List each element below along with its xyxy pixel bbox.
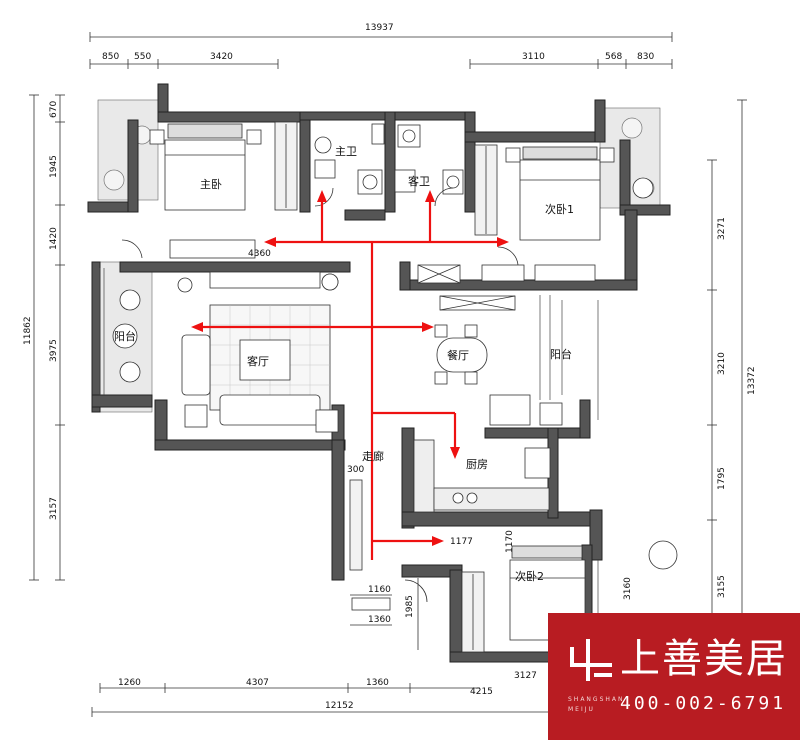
dim-interior-3: 1170 [505,530,515,553]
dim-left-total: 11862 [23,316,33,345]
door-swings [121,187,519,603]
dim-bottom-2: 1360 [366,678,389,688]
label-balcony-left: 阳台 [114,329,136,343]
dim-top-right-2: 830 [637,52,654,62]
dim-right-4: 3155 [717,575,727,598]
dim-top-left-1: 550 [134,52,151,62]
dim-bottom-4: 3127 [514,671,537,681]
label-living-room: 客厅 [247,354,269,368]
dim-right-3: 3160 [623,577,633,600]
circulation-arrows [191,190,509,560]
brand-name: 上善美居 [620,636,788,682]
dim-top-total: 13937 [365,23,394,33]
dim-top-left-2: 3420 [210,52,233,62]
label-master-bedroom: 主卧 [200,178,222,191]
dim-right-1: 3210 [717,352,727,375]
brand-logo-icon [570,639,612,681]
window-lines [99,268,599,615]
label-dining-room: 餐厅 [447,348,469,362]
dim-bottom-total: 12152 [325,701,354,711]
dim-left-4: 3157 [49,497,59,520]
dim-bottom-3: 4215 [470,687,493,697]
label-balcony-right: 阳台 [550,347,572,361]
dimension-lines [29,32,747,717]
dim-bottom-0: 1260 [118,678,141,688]
dim-top-left-0: 850 [102,52,119,62]
brand-banner: 上善美居 SHANGSHAN MEIJU 400-002-6791 [548,613,800,740]
walls [87,83,671,663]
dim-interior-1: 300 [347,465,364,475]
dim-interior-2: 1177 [450,537,473,547]
dim-top-right-1: 568 [605,52,622,62]
dim-left-3: 3975 [49,339,59,362]
label-master-bath: 主卫 [335,145,357,158]
label-third-bedroom: 次卧2 [515,569,544,583]
dim-interior-4: 1160 [368,585,391,595]
dim-top-right-0: 3110 [522,52,545,62]
brand-phone: 400-002-6791 [620,693,787,714]
interior-dim-lines [350,578,419,650]
furniture [112,121,678,653]
dim-left-2: 1420 [49,227,59,250]
label-guest-bath: 客卫 [408,174,430,188]
dim-interior-5: 1360 [368,615,391,625]
dim-right-2: 1795 [717,467,727,490]
dim-right-total: 13372 [747,366,757,395]
dim-bottom-1: 4307 [246,678,269,688]
dim-interior-6: 1985 [405,595,415,618]
dim-right-0: 3271 [717,217,727,240]
dim-left-1: 1945 [49,155,59,178]
dim-left-0: 670 [49,101,59,118]
brand-pinyin: SHANGSHAN MEIJU [568,696,625,713]
label-kitchen: 厨房 [466,458,488,471]
label-second-bedroom: 次卧1 [545,202,574,216]
label-corridor: 走廊 [362,449,384,463]
dim-interior-0: 4360 [248,249,271,259]
